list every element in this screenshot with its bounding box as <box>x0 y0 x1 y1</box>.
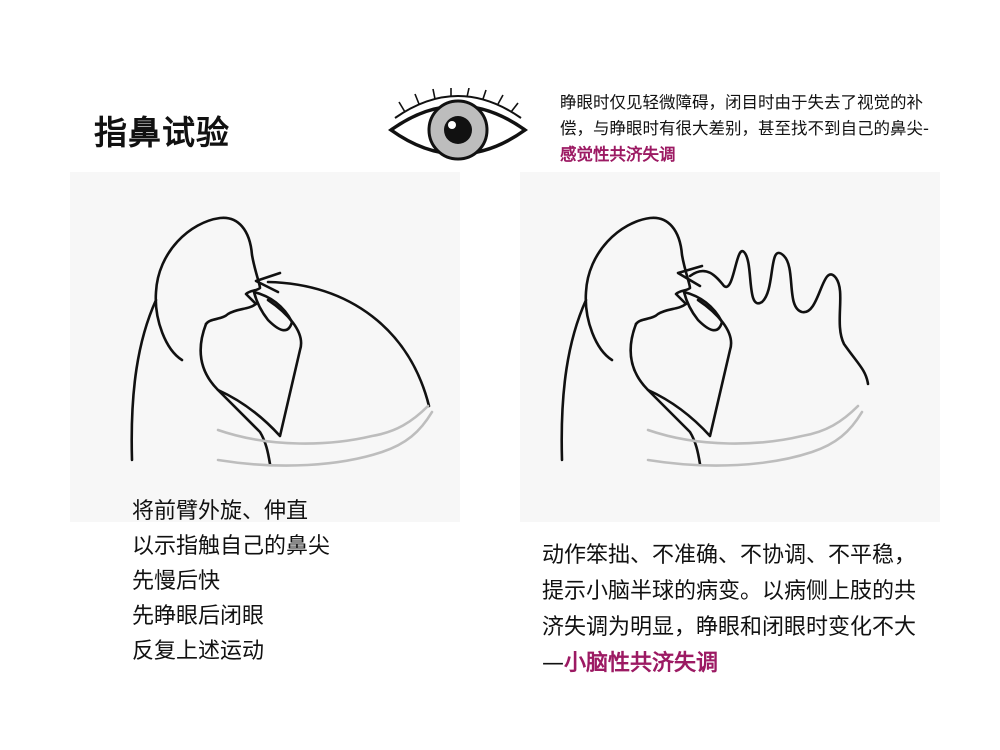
torso-outline <box>629 322 702 466</box>
movement-arc <box>266 280 431 408</box>
result-line: 济失调为明显，睁眼和闭眼时变化不大 <box>542 615 917 640</box>
extended-arm-outline <box>646 404 860 445</box>
eye-note-text: 睁眼时仅见轻微障碍，闭目时由于失去了视觉的补偿，与睁眼时有很大差别，甚至找不到自… <box>560 93 929 138</box>
hand-outline <box>252 290 294 332</box>
head-outline <box>584 216 692 362</box>
movement-wave <box>688 250 870 386</box>
head-outline <box>154 216 262 362</box>
back-outline <box>560 298 588 462</box>
finger-nose-figure-cerebellar <box>560 216 870 467</box>
finger-nose-figure-normal <box>130 216 434 467</box>
eye-closed-note: 睁眼时仅见轻微障碍，闭目时由于失去了视觉的补偿，与睁眼时有很大差别，甚至找不到自… <box>560 90 940 168</box>
step-line: 先慢后快 <box>132 569 221 594</box>
torso-outline <box>199 322 272 466</box>
sensory-ataxia-label: 感觉性共济失调 <box>560 145 676 164</box>
cerebellar-ataxia-label: 小脑性共济失调 <box>564 651 719 676</box>
step-line: 反复上述运动 <box>132 639 265 664</box>
step-line: 先睁眼后闭眼 <box>132 604 265 629</box>
result-conclusion: —小脑性共济失调 <box>542 646 916 682</box>
result-line: 提示小脑半球的病变。以病侧上肢的共 <box>542 579 917 604</box>
test-steps: 将前臂外旋、伸直 以示指触自己的鼻尖 先慢后快 先睁眼后闭眼 反复上述运动 <box>132 494 330 669</box>
page-title: 指鼻试验 <box>94 113 230 152</box>
forearm-outline <box>216 298 303 438</box>
cerebellar-result: 动作笨拙、不准确、不协调、不平稳， 提示小脑半球的病变。以病侧上肢的共 济失调为… <box>542 538 916 682</box>
figure-panel-normal <box>70 172 460 522</box>
eye-icon <box>387 88 529 161</box>
step-line: 以示指触自己的鼻尖 <box>132 534 331 559</box>
hand-outline <box>682 290 724 332</box>
result-dash: — <box>542 651 564 676</box>
extended-arm-outline <box>216 404 430 445</box>
back-outline <box>130 298 158 462</box>
result-line: 动作笨拙、不准确、不协调、不平稳， <box>542 543 917 568</box>
forearm-outline <box>646 298 733 438</box>
step-line: 将前臂外旋、伸直 <box>132 499 309 524</box>
